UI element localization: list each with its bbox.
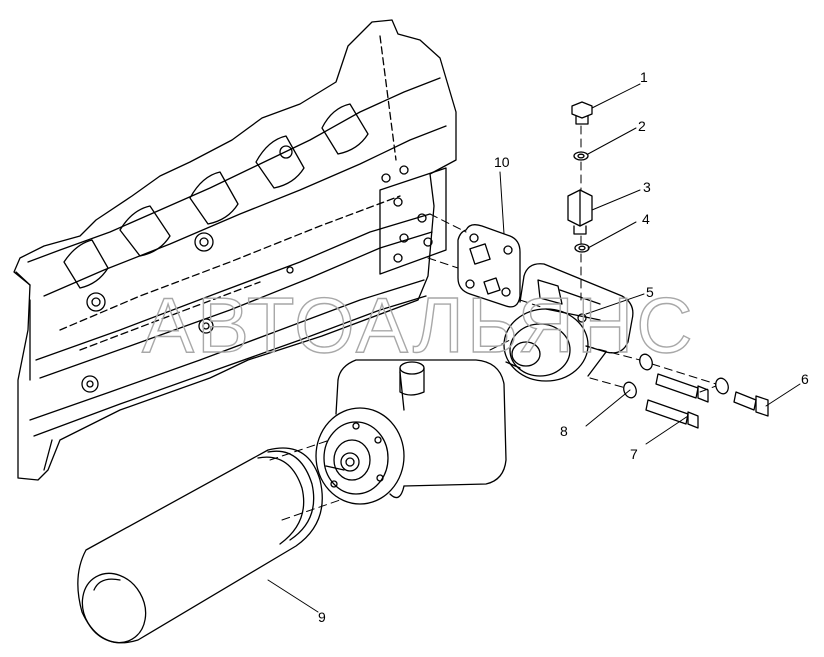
callout-3: 3 bbox=[643, 179, 651, 195]
filter-head-adapter bbox=[503, 263, 634, 382]
plug-bolt bbox=[571, 101, 593, 125]
washer-lower bbox=[574, 243, 590, 253]
leader-lines bbox=[267, 83, 801, 613]
callout-7: 7 bbox=[630, 446, 638, 462]
engine-block bbox=[13, 19, 457, 481]
callout-10: 10 bbox=[494, 154, 510, 170]
filter-cartridge bbox=[77, 447, 323, 644]
callout-1: 1 bbox=[640, 69, 648, 85]
bolt-6 bbox=[715, 377, 769, 417]
callout-5: 5 bbox=[646, 284, 654, 300]
callout-9: 9 bbox=[318, 609, 326, 625]
callout-8: 8 bbox=[560, 423, 568, 439]
assembly-lines bbox=[269, 125, 717, 521]
washer-upper bbox=[573, 151, 589, 161]
gasket bbox=[457, 224, 521, 308]
callout-4: 4 bbox=[642, 211, 650, 227]
washer-8 bbox=[623, 353, 653, 399]
bolt-7 bbox=[645, 373, 709, 429]
callout-6: 6 bbox=[801, 371, 809, 387]
filter-housing bbox=[315, 359, 507, 505]
watermark-text: АВТОАЛЬЯНС bbox=[142, 281, 696, 369]
callout-2: 2 bbox=[638, 118, 646, 134]
hex-adapter bbox=[567, 189, 593, 235]
